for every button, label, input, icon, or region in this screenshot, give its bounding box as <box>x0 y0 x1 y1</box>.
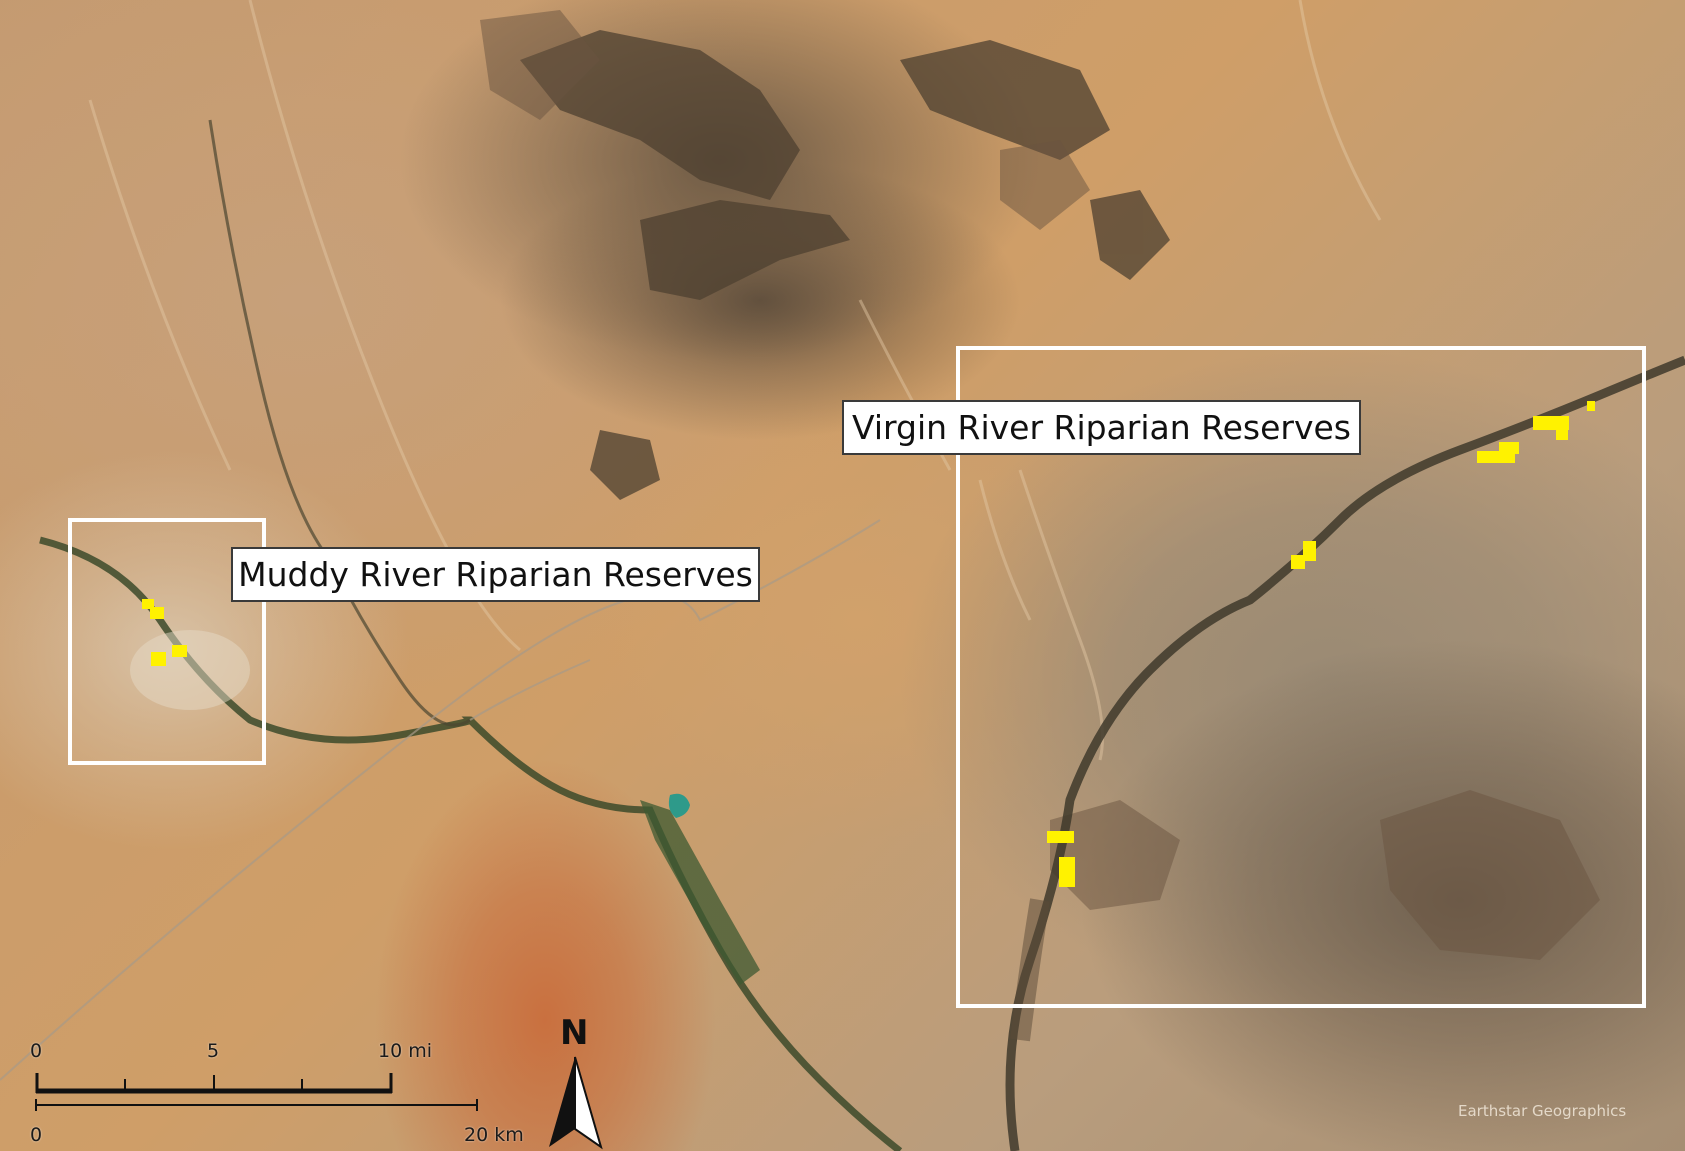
reservoir <box>668 793 690 818</box>
scale-km-0: 0 <box>30 1124 43 1146</box>
scale-km-20: 20 km <box>464 1124 524 1146</box>
map-attribution: Earthstar Geographics <box>1458 1102 1627 1120</box>
muddy-reserve-parcel[interactable] <box>172 645 187 657</box>
scale-mi-0: 0 <box>30 1040 43 1062</box>
north-letter: N <box>560 1013 589 1053</box>
virgin-reserve-parcel[interactable] <box>1059 857 1075 887</box>
virgin-reserve-parcel[interactable] <box>1047 831 1074 843</box>
virgin-river-extent-box[interactable] <box>956 346 1646 1008</box>
scale-mi-5: 5 <box>207 1040 220 1062</box>
tributary-wash <box>208 119 471 727</box>
virgin-reserve-parcel[interactable] <box>1477 451 1515 463</box>
muddy-reserve-parcel[interactable] <box>142 599 154 609</box>
virgin-river-label: Virgin River Riparian Reserves <box>842 400 1361 455</box>
muddy-reserve-parcel[interactable] <box>150 607 164 619</box>
virgin-reserve-parcel[interactable] <box>1291 555 1305 569</box>
north-arrow-icon <box>549 1056 603 1150</box>
scale-mi-10: 10 mi <box>378 1040 433 1062</box>
muddy-river-label: Muddy River Riparian Reserves <box>231 547 760 602</box>
virgin-reserve-parcel[interactable] <box>1499 442 1519 454</box>
virgin-reserve-parcel[interactable] <box>1556 424 1568 440</box>
muddy-river-extent-box[interactable] <box>68 518 266 765</box>
scale-bar-graphic <box>35 1073 478 1111</box>
virgin-reserve-parcel[interactable] <box>1303 541 1316 561</box>
virgin-reserve-parcel[interactable] <box>1587 401 1595 411</box>
muddy-reserve-parcel[interactable] <box>151 652 166 666</box>
